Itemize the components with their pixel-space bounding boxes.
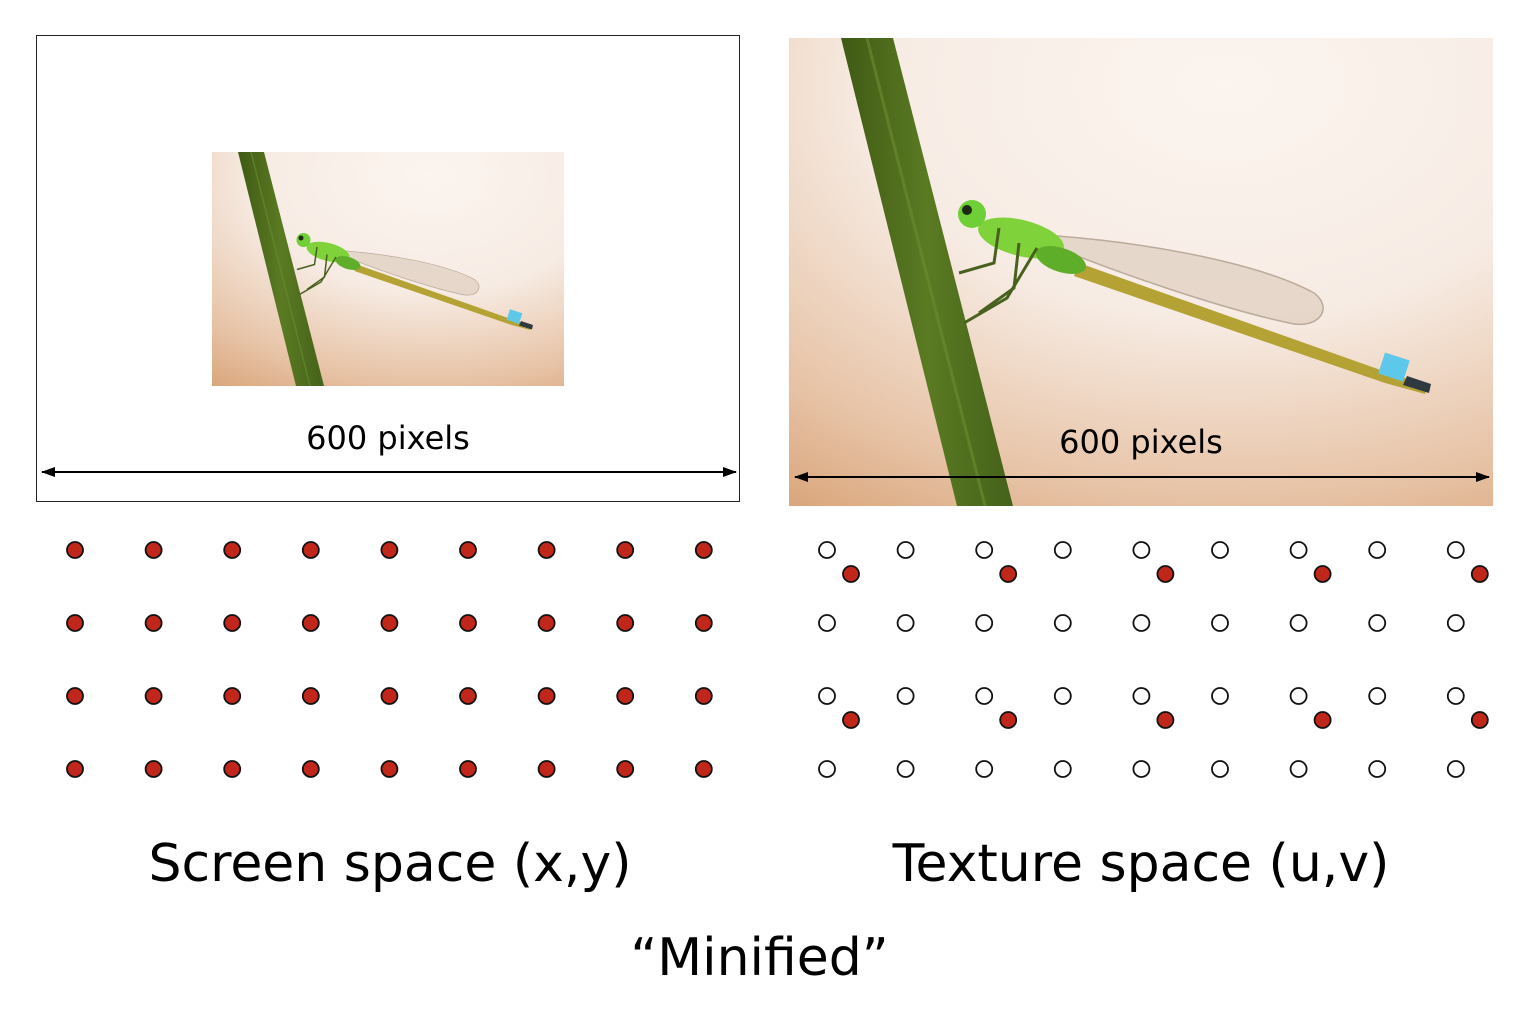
screen-sample-dot [459, 687, 477, 705]
screen-sample-dot [694, 760, 713, 778]
texel-center-dot [896, 614, 915, 632]
texel-center-dot [1446, 541, 1465, 559]
texel-center-dot [1132, 760, 1151, 778]
texel-center-dot [1132, 687, 1151, 705]
screen-sample-dot [301, 614, 320, 632]
texel-center-dot [1289, 687, 1308, 705]
texel-center-dot [975, 760, 994, 778]
texel-center-dot [975, 614, 994, 632]
minified-caption: “Minified” [630, 928, 889, 988]
texture-width-label: 600 pixels [1059, 423, 1223, 461]
texture-sample-grid [818, 541, 1489, 778]
screen-sample-dot [616, 687, 635, 705]
screen-sample-dot [537, 614, 556, 632]
screen-sample-dot [144, 541, 163, 559]
texel-center-dot [1446, 760, 1465, 778]
texel-center-dot [1368, 687, 1387, 705]
texel-center-dot [1132, 614, 1151, 632]
texel-center-dot [1289, 614, 1308, 632]
texel-center-dot [1446, 687, 1465, 705]
screen-width-label: 600 pixels [306, 419, 470, 457]
texel-center-dot [818, 614, 836, 632]
texel-center-dot [896, 687, 915, 705]
texel-center-dot [1211, 614, 1229, 632]
texel-center-dot [1368, 614, 1387, 632]
texel-center-dot [1446, 614, 1465, 632]
screen-sample-dot [66, 541, 84, 559]
texture-sample-dot [1313, 565, 1332, 583]
texture-sample-dot [1470, 565, 1489, 583]
texture-sample-dot [842, 711, 860, 729]
texel-center-dot [1368, 760, 1387, 778]
screen-sample-dot [223, 541, 242, 559]
texel-center-dot [1132, 541, 1151, 559]
texture-space-dragonfly-image [789, 38, 1493, 506]
screen-space-caption: Screen space (x,y) [148, 834, 632, 894]
screen-sample-dot [380, 614, 399, 632]
screen-sample-dot [66, 614, 84, 632]
texel-center-dot [818, 687, 836, 705]
screen-sample-dot [380, 760, 399, 778]
screen-sample-dot [459, 541, 477, 559]
texture-sample-dot [842, 565, 860, 583]
screen-sample-dot [380, 541, 399, 559]
screen-sample-dot [144, 687, 163, 705]
screen-sample-dot [66, 687, 84, 705]
screen-sample-grid [66, 541, 713, 778]
screen-sample-dot [380, 687, 399, 705]
screen-sample-dot [694, 541, 713, 559]
texel-center-dot [1289, 760, 1308, 778]
texel-center-dot [1211, 541, 1229, 559]
texel-center-dot [1053, 760, 1072, 778]
screen-sample-dot [537, 541, 556, 559]
texel-center-dot [896, 760, 915, 778]
texel-center-dot [1053, 541, 1072, 559]
texel-center-dot [1368, 541, 1387, 559]
texture-space-caption: Texture space (u,v) [892, 834, 1390, 894]
texture-sample-dot [999, 565, 1018, 583]
screen-sample-dot [694, 687, 713, 705]
screen-sample-dot [66, 760, 84, 778]
screen-sample-dot [616, 760, 635, 778]
screen-sample-dot [301, 760, 320, 778]
texel-center-dot [975, 541, 994, 559]
screen-sample-dot [223, 760, 242, 778]
texel-center-dot [1053, 614, 1072, 632]
screen-space-dragonfly-image [212, 152, 564, 386]
screen-sample-dot [144, 760, 163, 778]
screen-sample-dot [144, 614, 163, 632]
texel-center-dot [1053, 687, 1072, 705]
texture-sample-dot [999, 711, 1018, 729]
screen-sample-dot [616, 614, 635, 632]
screen-sample-dot [459, 614, 477, 632]
texel-center-dot [1289, 541, 1308, 559]
screen-sample-dot [223, 687, 242, 705]
screen-sample-dot [537, 760, 556, 778]
texel-center-dot [818, 541, 836, 559]
screen-sample-dot [459, 760, 477, 778]
texel-center-dot [818, 760, 836, 778]
texel-center-dot [975, 687, 994, 705]
screen-sample-dot [301, 541, 320, 559]
screen-sample-dot [616, 541, 635, 559]
screen-sample-dot [694, 614, 713, 632]
texel-center-dot [1211, 760, 1229, 778]
screen-sample-dot [223, 614, 242, 632]
screen-sample-dot [537, 687, 556, 705]
texture-sample-dot [1313, 711, 1332, 729]
texel-center-dot [896, 541, 915, 559]
screen-sample-dot [301, 687, 320, 705]
texel-center-dot [1211, 687, 1229, 705]
texture-sample-dot [1470, 711, 1489, 729]
texture-sample-dot [1156, 565, 1175, 583]
texture-sample-dot [1156, 711, 1175, 729]
